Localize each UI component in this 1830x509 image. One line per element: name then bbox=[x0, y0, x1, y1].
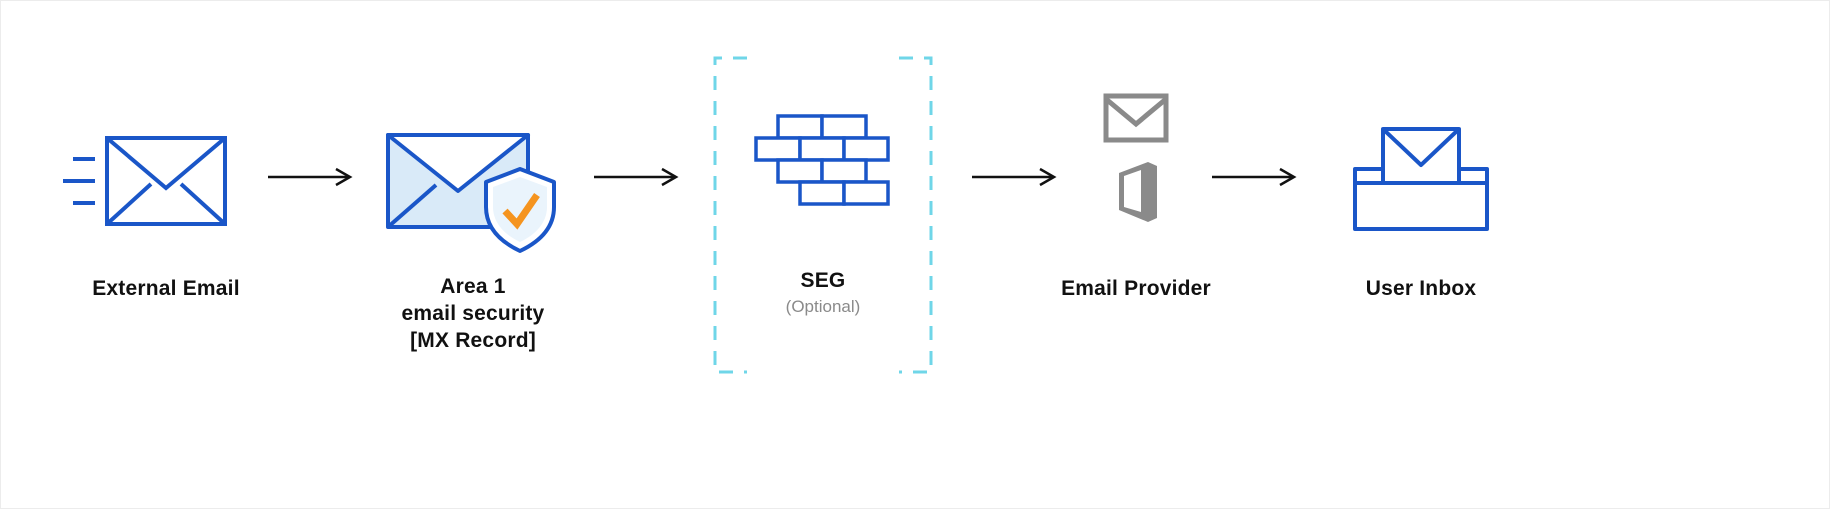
user-inbox-label: User Inbox bbox=[1365, 277, 1477, 300]
inbox-tray-envelope-icon bbox=[1353, 127, 1489, 231]
flow-arrow-icon bbox=[1212, 167, 1297, 187]
external-email-label: External Email bbox=[92, 277, 240, 300]
area1-label-line2: email security bbox=[401, 302, 545, 325]
incoming-envelope-icon bbox=[63, 136, 227, 226]
flow-arrow-icon bbox=[972, 167, 1057, 187]
envelope-shield-check-icon bbox=[386, 133, 556, 253]
dashed-optional-bracket bbox=[713, 56, 933, 374]
firewall-brick-wall-icon bbox=[754, 114, 890, 206]
area1-label-line3: [MX Record] bbox=[410, 329, 536, 352]
office-icon bbox=[1119, 162, 1157, 222]
seg-label: SEG bbox=[800, 269, 846, 292]
area1-label: Area 1 email security [MX Record] bbox=[343, 273, 603, 354]
flow-arrow-icon bbox=[268, 167, 353, 187]
flow-arrow-icon bbox=[594, 167, 679, 187]
area1-label-line1: Area 1 bbox=[440, 275, 506, 298]
email-provider-label: Email Provider bbox=[1061, 277, 1211, 300]
seg-optional-label: (Optional) bbox=[785, 297, 861, 316]
gmail-icon bbox=[1103, 93, 1169, 143]
